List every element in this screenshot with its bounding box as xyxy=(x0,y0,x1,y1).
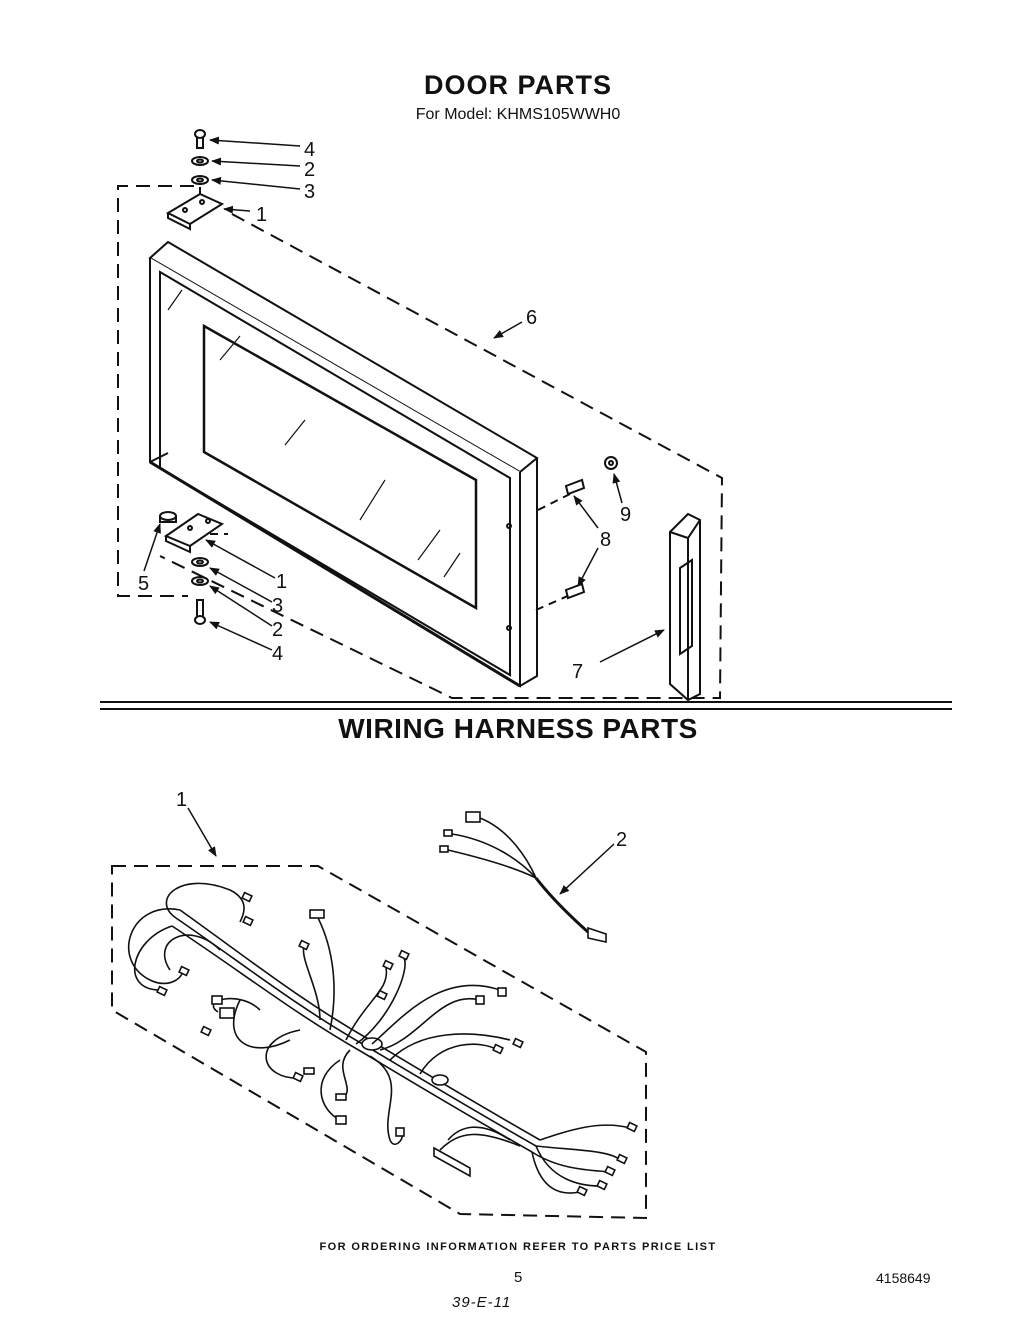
door-callout-labels: 4 2 3 1 6 9 8 7 5 1 3 2 4 xyxy=(138,139,631,683)
callout-door-assembly: 6 xyxy=(526,307,537,329)
callout-spacer-top: 3 xyxy=(304,181,315,203)
harness-exploded-boundary xyxy=(111,865,647,1220)
door-handle xyxy=(669,512,701,702)
callout-hinge-bottom: 1 xyxy=(276,571,287,593)
secondary-harness-drawing xyxy=(439,811,607,943)
page-number: 5 xyxy=(514,1269,523,1286)
wiring-callout-arrows xyxy=(187,807,615,895)
ordering-note: FOR ORDERING INFORMATION REFER TO PARTS … xyxy=(319,1241,717,1253)
callout-washer-top: 2 xyxy=(304,159,315,181)
callout-hinge-top: 1 xyxy=(256,204,267,226)
side-screws xyxy=(564,456,618,600)
door-assembly-drawing xyxy=(148,240,539,688)
callout-spacer-bottom: 3 xyxy=(272,595,283,617)
callout-screws: 8 xyxy=(600,529,611,551)
door-parts-illustration xyxy=(117,129,724,702)
top-hardware xyxy=(165,129,225,231)
wiring-callout-labels: 1 2 xyxy=(176,789,627,851)
model-subtitle: For Model: KHMS105WWH0 xyxy=(415,106,621,123)
handwritten-note: 39-E-11 xyxy=(452,1294,512,1311)
callout-handle: 7 xyxy=(572,661,583,683)
bottom-hardware xyxy=(159,511,225,625)
callout-screw-bottom: 4 xyxy=(272,643,283,665)
wiring-harness-illustration xyxy=(111,807,647,1220)
door-exploded-boundary xyxy=(117,185,724,699)
door-parts-title: DOOR PARTS xyxy=(423,70,612,100)
callout-nut: 9 xyxy=(620,504,631,526)
callout-secondary-harness: 2 xyxy=(616,829,627,851)
section-divider xyxy=(100,701,952,710)
door-callout-arrows xyxy=(143,136,665,663)
callout-washer-bottom: 2 xyxy=(272,619,283,641)
document-number: 4158649 xyxy=(876,1270,931,1286)
wiring-harness-title: WIRING HARNESS PARTS xyxy=(338,713,698,744)
callout-main-harness: 1 xyxy=(176,789,187,811)
harness-terminals xyxy=(156,891,638,1197)
callout-bushing: 5 xyxy=(138,573,149,595)
callout-screw-top: 4 xyxy=(304,139,315,161)
